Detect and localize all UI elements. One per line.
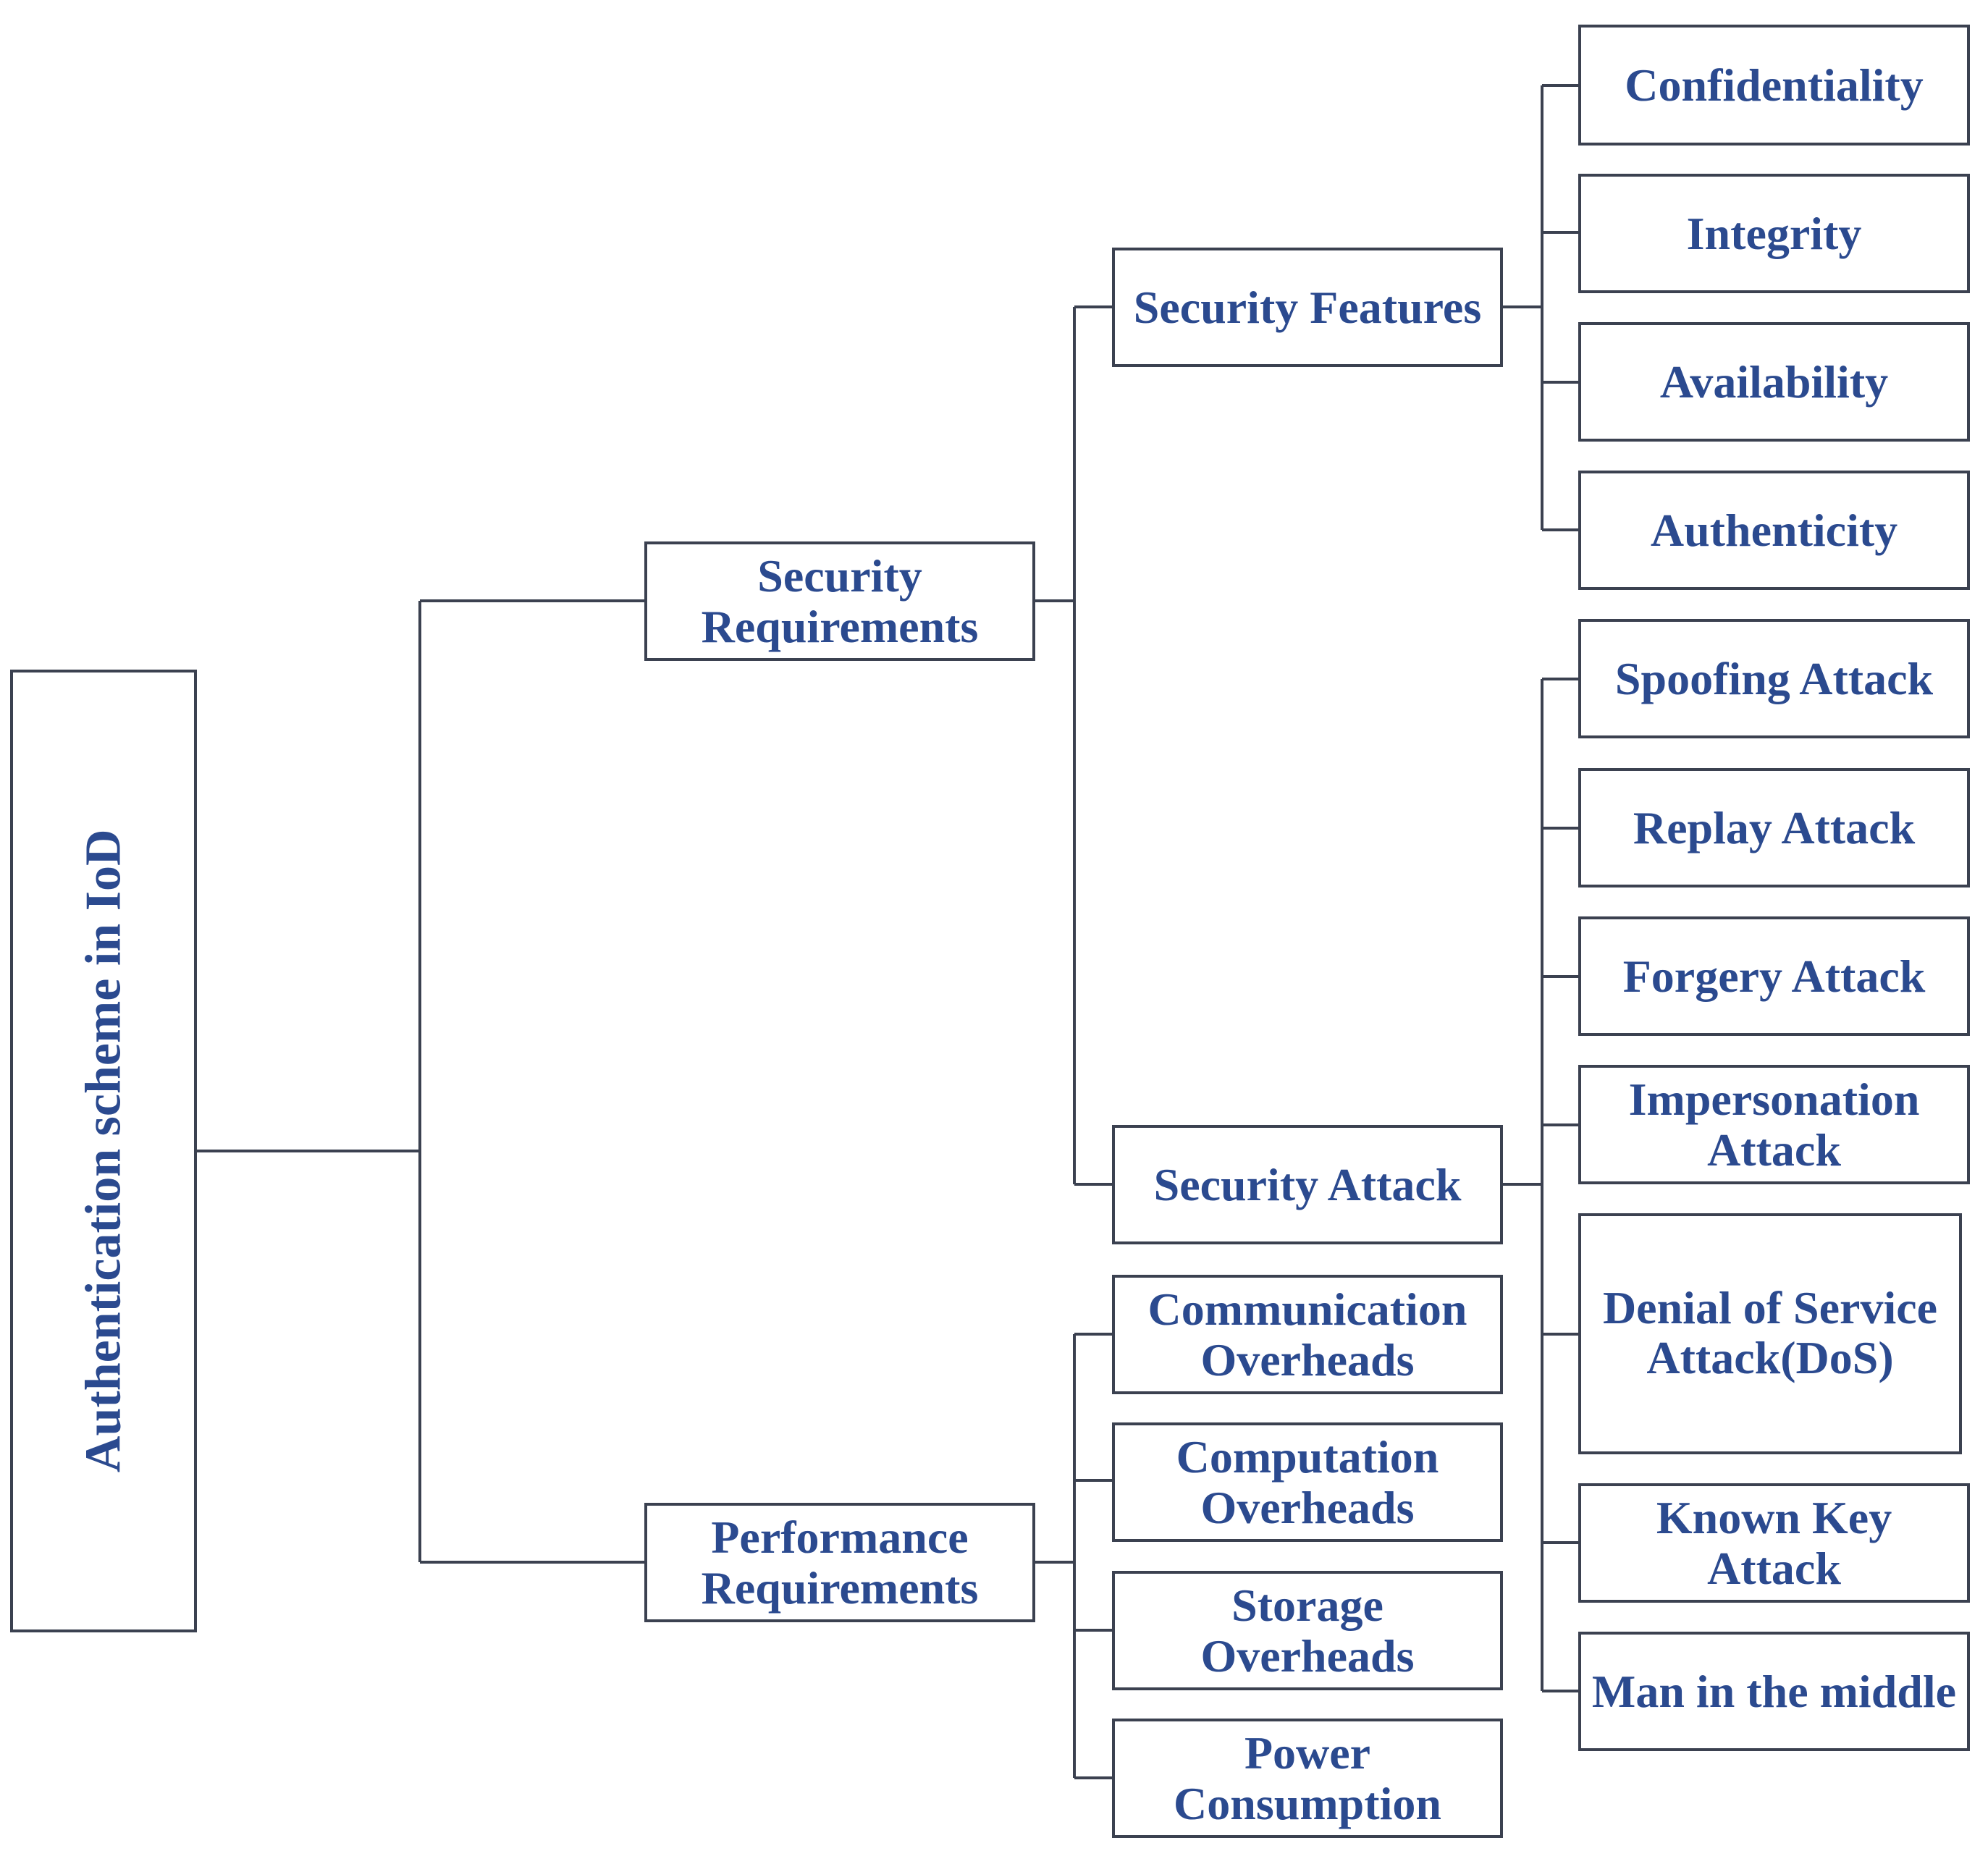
attack-impersonation: Impersonation Attack [1578, 1065, 1970, 1184]
security-attack-node: Security Attack [1112, 1125, 1503, 1244]
feature-label: Authenticity [1650, 504, 1898, 556]
feature-label: Availability [1659, 355, 1889, 408]
root-node: Authentication scheme in IoD [10, 670, 197, 1632]
performance-item-label: Computation Overheads [1176, 1431, 1439, 1533]
security-requirements-node: Security Requirements [644, 541, 1035, 661]
attack-denial-of-service: Denial of Service Attack(DoS) [1578, 1213, 1962, 1454]
attack-man-in-the-middle: Man in the middle [1578, 1632, 1970, 1751]
performance-item-power-consumption: Power Consumption [1112, 1719, 1503, 1838]
performance-requirements-node: Performance Requirements [644, 1503, 1035, 1622]
performance-item-label: Power Consumption [1174, 1727, 1441, 1829]
attack-label: Man in the middle [1591, 1665, 1957, 1717]
feature-authenticity: Authenticity [1578, 471, 1970, 590]
feature-availability: Availability [1578, 322, 1970, 442]
root-label: Authentication scheme in IoD [75, 829, 132, 1473]
performance-item-storage-overheads: Storage Overheads [1112, 1571, 1503, 1690]
attack-label: Impersonation Attack [1628, 1074, 1920, 1176]
security-attack-label: Security Attack [1153, 1158, 1462, 1210]
performance-item-communication-overheads: Communication Overheads [1112, 1275, 1503, 1394]
performance-item-label: Storage Overheads [1200, 1580, 1415, 1682]
attack-label: Denial of Service Attack(DoS) [1602, 1282, 1938, 1384]
feature-confidentiality: Confidentiality [1578, 25, 1970, 146]
feature-label: Integrity [1686, 207, 1862, 259]
feature-integrity: Integrity [1578, 174, 1970, 293]
attack-forgery: Forgery Attack [1578, 916, 1970, 1036]
performance-requirements-label: Performance Requirements [701, 1511, 979, 1614]
security-features-node: Security Features [1112, 248, 1503, 367]
performance-item-label: Communication Overheads [1147, 1283, 1467, 1386]
attack-known-key: Known Key Attack [1578, 1483, 1970, 1603]
security-requirements-label: Security Requirements [701, 550, 979, 652]
attack-spoofing: Spoofing Attack [1578, 619, 1970, 738]
attack-label: Forgery Attack [1622, 950, 1926, 1002]
feature-label: Confidentiality [1625, 59, 1924, 111]
performance-item-computation-overheads: Computation Overheads [1112, 1422, 1503, 1542]
attack-label: Spoofing Attack [1614, 652, 1934, 704]
attack-label: Known Key Attack [1656, 1492, 1892, 1594]
attack-label: Replay Attack [1633, 801, 1916, 853]
attack-replay: Replay Attack [1578, 768, 1970, 887]
security-features-label: Security Features [1133, 281, 1482, 333]
